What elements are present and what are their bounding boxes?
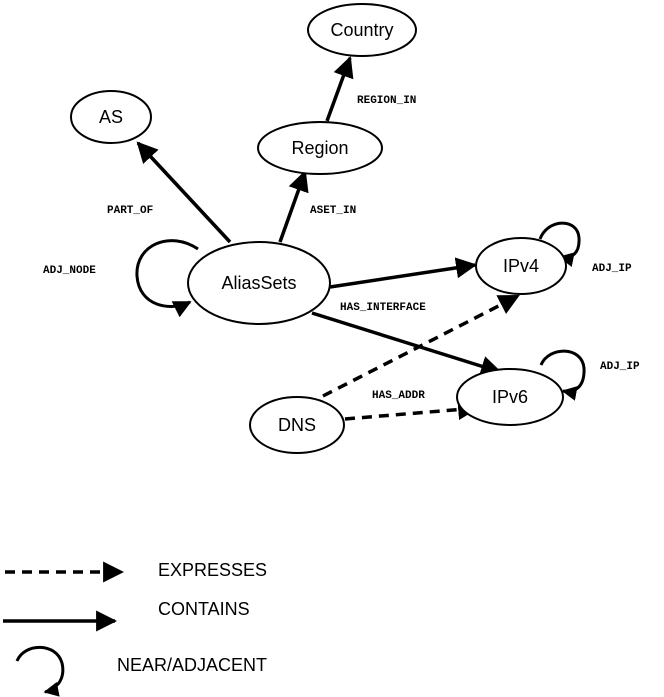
edge-label-region-in: REGION_IN [357,95,416,107]
node-aliassets-label: AliasSets [221,273,296,293]
node-region[interactable]: Region [257,121,383,175]
node-as-label: AS [99,107,123,127]
edge-label-adj-ip-v4: ADJ_IP [592,263,632,275]
node-dns[interactable]: DNS [249,396,345,454]
node-dns-label: DNS [278,415,316,435]
legend: EXPRESSES CONTAINS NEAR/ADJACENT [3,560,267,697]
loop-adj-node [135,239,199,318]
node-ipv4[interactable]: IPv4 [475,237,567,295]
legend-loop-arrow [15,646,65,697]
legend-label-contains: CONTAINS [158,599,250,619]
edge-has-addr [344,399,480,421]
edge-aliassets-ipv6 [311,311,503,377]
legend-label-near-adjacent: NEAR/ADJACENT [117,655,267,675]
edge-aset-in [278,170,309,243]
edge-label-part-of: PART_OF [107,205,153,217]
edge-dns-ipv4 [322,294,520,398]
node-ipv4-label: IPv4 [503,256,539,276]
node-as[interactable]: AS [70,90,152,144]
edge-region-in [325,56,354,122]
node-ipv6-label: IPv6 [492,387,528,407]
legend-label-expresses: EXPRESSES [158,560,267,580]
edge-label-has-addr: HAS_ADDR [372,390,425,402]
edge-label-has-interface: HAS_INTERFACE [340,302,426,314]
node-country[interactable]: Country [307,3,417,57]
edge-label-adj-node: ADJ_NODE [43,265,96,277]
edge-part-of [136,141,232,244]
node-country-label: Country [330,20,393,40]
edge-label-adj-ip-v6: ADJ_IP [600,361,640,373]
node-aliassets[interactable]: AliasSets [187,241,331,325]
node-ipv6[interactable]: IPv6 [456,368,564,426]
loop-adj-ip-v6 [539,349,586,401]
edge-aliassets-ipv4 [329,257,478,289]
loop-adj-ip-v4 [538,221,581,267]
node-region-label: Region [291,138,348,158]
edge-label-aset-in: ASET_IN [310,205,356,217]
